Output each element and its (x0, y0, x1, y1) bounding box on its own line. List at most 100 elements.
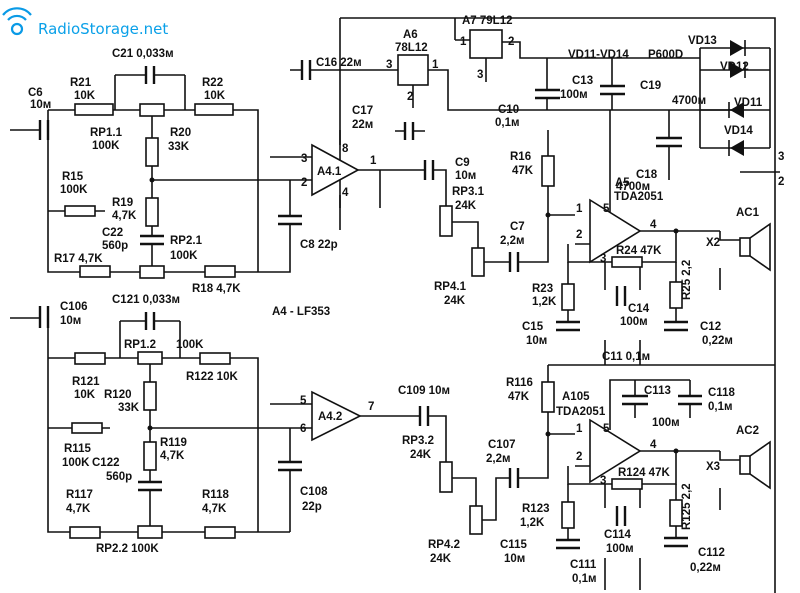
c115-label: C115 (500, 539, 527, 551)
a41-pin-4: 4 (342, 187, 349, 199)
r119-value: 4,7K (160, 450, 185, 462)
a41-name: A4.1 (317, 166, 342, 178)
r119-resistor (143, 441, 157, 471)
vd14-label: VD14 (724, 125, 753, 137)
rp11-pot (139, 103, 165, 117)
r118-resistor (204, 526, 236, 539)
r122-resistor (199, 352, 231, 365)
c109-label: C109 10м (398, 385, 450, 397)
a105-pin-3: 3 (600, 475, 606, 487)
vd12-label: VD12 (720, 61, 749, 73)
r123-resistor (561, 501, 575, 529)
r121-value: 10K (74, 389, 96, 401)
c112-label: C112 (698, 547, 725, 559)
x2-label: X2 (706, 237, 720, 249)
a5-name: A5 (615, 177, 630, 189)
speaker-ac2-icon (739, 455, 751, 475)
r125-label: R125 2,2 (681, 483, 693, 530)
watermark-text: RadioStorage.net (38, 20, 168, 38)
r25-label: R25 2,2 (681, 260, 693, 300)
p600d-label: P600D (648, 49, 683, 61)
r117-value: 4,7K (66, 503, 91, 515)
opamp-a41: A4.1 3 2 8 4 1 (270, 130, 425, 208)
a5-pin-5: 5 (603, 203, 610, 215)
rp41-pot (471, 247, 485, 277)
a5-pin-3: 3 (600, 253, 606, 265)
c15-value: 10м (526, 335, 547, 347)
rp42-label: RP4.2 (428, 539, 460, 551)
c17-value: 22м (352, 119, 373, 131)
c107-label: C107 (488, 439, 516, 451)
power-supply: A6 78L12 3 1 2 A7 79L12 1 2 3 C16 22м C1… (290, 15, 784, 593)
r17-resistor (79, 265, 111, 278)
c112-value: 0,22м (690, 562, 721, 574)
terminal-2: 2 (778, 176, 784, 188)
c21-label: C21 0,033м (112, 48, 174, 60)
c111-value: 0,1м (572, 573, 597, 585)
c11-label: C11 0,1м (602, 351, 650, 363)
r122-label: R122 10K (186, 371, 238, 383)
r18-resistor (204, 265, 236, 278)
a42-name: A4.2 (318, 411, 342, 423)
r18-label: R18 4,7K (192, 283, 241, 295)
r24-label: R24 47K (616, 245, 662, 257)
rp12-value: 100K (176, 339, 204, 351)
a41-pin-3: 3 (301, 153, 307, 165)
a5-pin-4: 4 (650, 219, 657, 231)
rp31-pot (439, 205, 453, 237)
tone-control-ch2: C106 10м R121 10K RP1.2 100K C121 0,033м… (10, 294, 328, 555)
c19-label: C19 (640, 80, 661, 92)
a42-pin-5: 5 (300, 395, 307, 407)
output-stage-ch2: C109 10м RP3.2 24K RP4.2 24K C107 2,2м R… (398, 364, 775, 590)
c22-value: 560p (102, 240, 128, 252)
a6-pin-2: 2 (407, 91, 413, 103)
a105-pin-1: 1 (576, 423, 583, 435)
c15-label: C15 (522, 321, 544, 333)
regulator-a7 (469, 29, 503, 59)
diodes-label: VD11-VD14 (568, 49, 629, 61)
a105-pin-5: 5 (603, 423, 610, 435)
c122-label: C122 (92, 457, 120, 469)
radio-waves-logo-icon (2, 7, 32, 36)
c114-label: C114 (604, 529, 631, 541)
r22-value: 10K (204, 90, 226, 102)
c108-value: 22p (302, 501, 322, 513)
c10-label: C10 (498, 104, 519, 116)
c16-label: C16 22м (316, 57, 362, 69)
c118-value: 0,1м (708, 401, 733, 413)
rp32-pot (439, 461, 453, 493)
rp21-label: RP2.1 (170, 235, 203, 247)
r16-resistor (541, 155, 555, 187)
ac1-label: AC1 (736, 207, 760, 219)
c6-label: C6 (28, 87, 43, 99)
r21-value: 10K (74, 90, 96, 102)
c18-label: C18 (636, 169, 658, 181)
terminal-3: 3 (778, 151, 784, 163)
rp31-value: 24K (455, 200, 477, 212)
a7-pin-3: 3 (477, 69, 483, 81)
r116-resistor (541, 381, 555, 413)
rp32-label: RP3.2 (402, 435, 434, 447)
c121-label: C121 0,033м (112, 294, 180, 306)
a42-pin-6: 6 (300, 423, 306, 435)
r121-label: R121 (72, 376, 100, 388)
vd13-label: VD13 (688, 35, 717, 47)
c118-label: C118 (708, 387, 735, 399)
c14-label: C14 (628, 303, 650, 315)
a105-part: TDA2051 (556, 406, 606, 418)
r15-resistor (64, 205, 96, 217)
x3-label: X3 (706, 461, 720, 473)
a41-pin-2: 2 (301, 177, 307, 189)
r120-label: R120 (104, 389, 132, 401)
r16-value: 47K (512, 165, 534, 177)
r20-resistor (145, 137, 159, 167)
r23-label: R23 (532, 283, 553, 295)
rp21-pot (139, 265, 165, 279)
rp12-label: RP1.2 (124, 339, 156, 351)
r117-label: R117 (66, 489, 93, 501)
r15-value: 100K (60, 184, 88, 196)
rp41-label: RP4.1 (434, 281, 467, 293)
vd11-label: VD11 (734, 97, 763, 109)
a5-part: TDA2051 (614, 191, 664, 203)
